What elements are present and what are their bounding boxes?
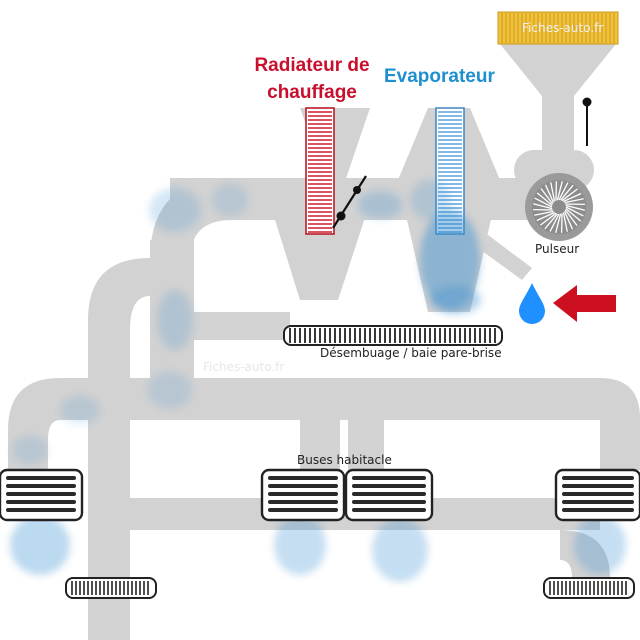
watermark-top: Fiches-auto.fr	[522, 21, 604, 35]
cabin-vent-left	[0, 468, 84, 522]
cabin-vents-label: Buses habitacle	[297, 453, 392, 467]
inlet-flap	[582, 97, 592, 146]
heater-core-label: Radiateur de chauffage	[254, 55, 370, 103]
footwell-vent-right	[543, 577, 635, 599]
water-drop-icon	[519, 283, 545, 324]
cabin-filter	[497, 11, 619, 45]
cabin-vent-center-right	[344, 468, 434, 522]
watermark-middle: Fiches-auto.fr	[203, 360, 285, 374]
blend-flap	[332, 175, 367, 229]
air-mist	[10, 180, 626, 582]
evaporator-label: Evaporateur	[384, 66, 495, 87]
footwell-vent-left	[65, 577, 157, 599]
cabin-vent-right	[554, 468, 640, 522]
cabin-vent-center-left	[260, 468, 346, 522]
blower-label: Pulseur	[535, 242, 580, 256]
red-arrow-left-icon	[553, 285, 616, 322]
defrost-label: Désembuage / baie pare-brise	[320, 346, 502, 360]
heater-core	[305, 107, 335, 235]
blower-fan	[525, 173, 593, 241]
defrost-grille	[283, 325, 503, 346]
